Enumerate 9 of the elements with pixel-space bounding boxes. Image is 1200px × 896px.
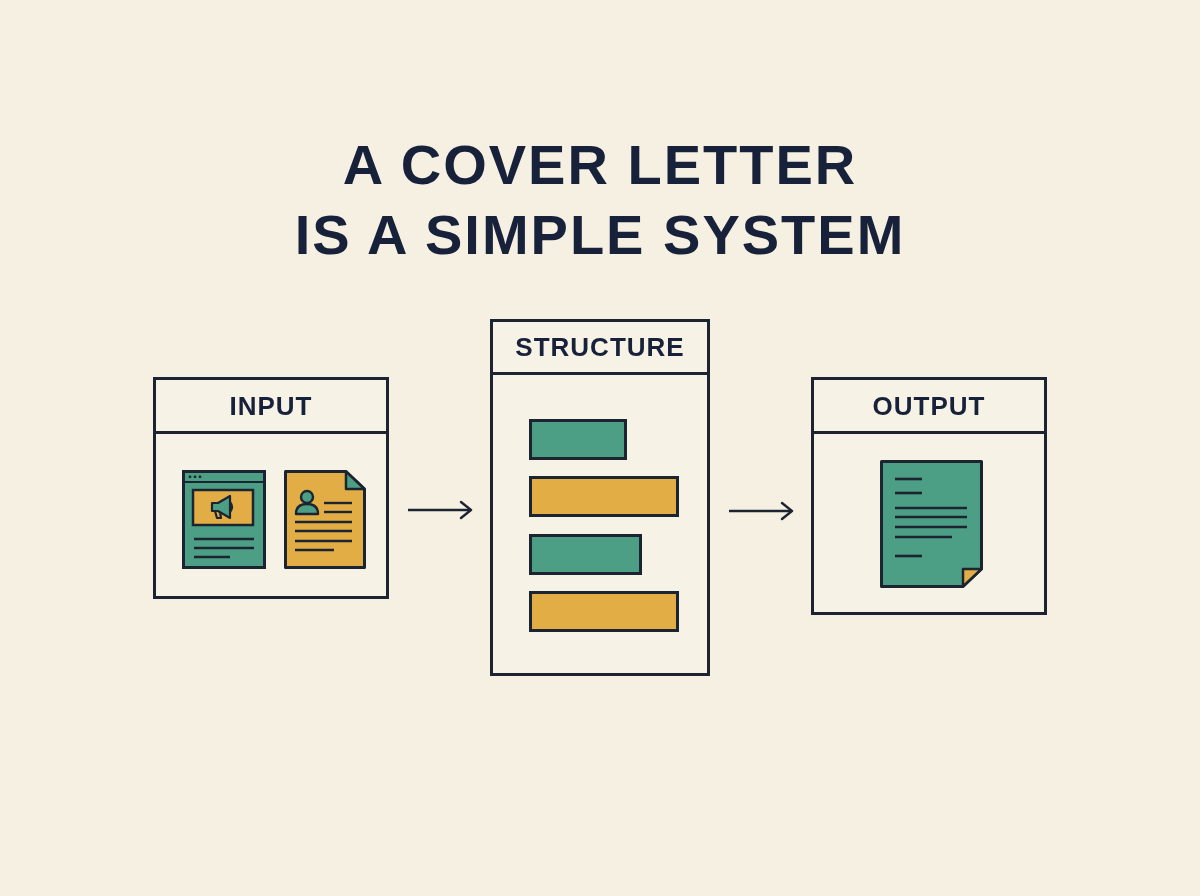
panel-heading: STRUCTURE [515, 334, 685, 360]
arrow [408, 500, 473, 520]
diagram-title: A COVER LETTER IS A SIMPLE SYSTEM [294, 132, 906, 268]
panel-box [153, 377, 389, 599]
panel-heading: OUTPUT [872, 392, 986, 419]
arrow [729, 501, 794, 521]
panel-box [490, 319, 710, 676]
panel-heading: INPUT [229, 392, 313, 419]
panel-box [811, 377, 1047, 615]
